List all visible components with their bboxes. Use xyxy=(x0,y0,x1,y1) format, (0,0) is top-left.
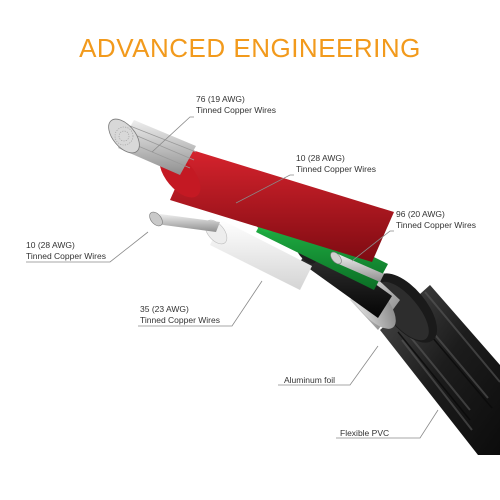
leader-lines xyxy=(26,116,439,439)
drain-wire xyxy=(330,251,384,282)
white-wire xyxy=(149,211,312,290)
label-green-wire: 10 (28 AWG) Tinned Copper Wires xyxy=(296,153,376,174)
label-red-wire: 76 (19 AWG) Tinned Copper Wires xyxy=(196,94,276,115)
label-aluminum-foil: Aluminum foil xyxy=(284,375,336,385)
label-drain-wire: 96 (20 AWG) Tinned Copper Wires xyxy=(396,209,476,230)
page-title: ADVANCED ENGINEERING xyxy=(79,33,421,63)
label-black-wire: 35 (23 AWG) Tinned Copper Wires xyxy=(140,304,220,325)
label-flexible-pvc: Flexible PVC xyxy=(340,428,390,438)
label-white-wire: 10 (28 AWG) Tinned Copper Wires xyxy=(26,240,106,261)
